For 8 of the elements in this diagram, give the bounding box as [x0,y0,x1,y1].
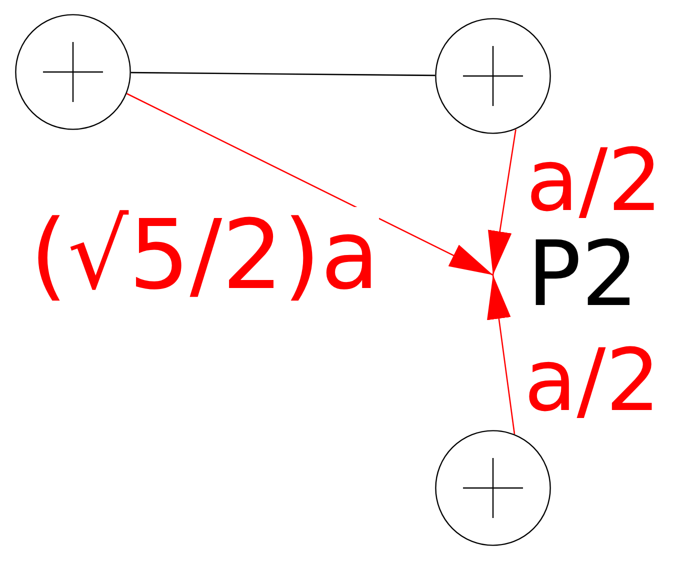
charge-symbol [15,14,131,130]
connector-line [130,72,436,76]
arrow [487,274,516,434]
charge-symbol [435,18,551,134]
arrow [126,93,494,276]
charge-symbol [435,430,551,546]
arrow [488,129,516,276]
point-label: P2 [493,228,663,322]
